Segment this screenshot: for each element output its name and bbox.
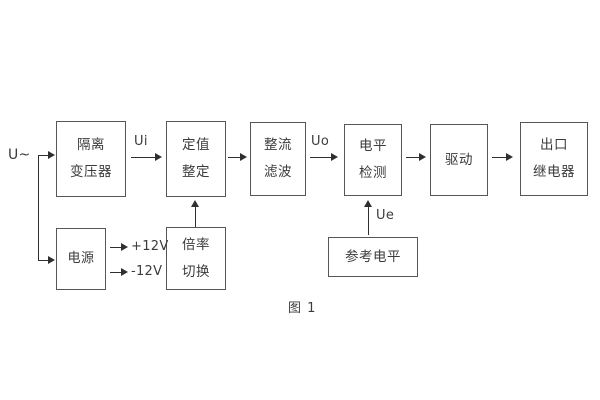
block-level-detection[interactable]: 电平 检测 xyxy=(344,124,402,196)
block-line: 整定 xyxy=(182,164,210,180)
block-line: 切换 xyxy=(182,263,210,280)
input-bus-vertical-line xyxy=(38,155,39,260)
figure-caption: 图 1 xyxy=(288,301,317,316)
rail-negative-line xyxy=(110,272,125,273)
arrowhead-ui-icon xyxy=(155,153,162,161)
block-power-supply[interactable]: 电源 xyxy=(56,228,106,290)
block-line: 隔离 xyxy=(77,137,105,154)
reference-to-level-line xyxy=(368,206,369,235)
block-line: 滤波 xyxy=(264,164,292,180)
arrowhead-uo-icon xyxy=(331,153,338,161)
arrowhead-multiplier-up-icon xyxy=(191,200,199,207)
drive-to-relay-line xyxy=(492,157,511,158)
rectify-to-level-line xyxy=(310,157,334,158)
block-line: 电平 xyxy=(359,138,387,155)
arrowhead-ue-up-icon xyxy=(364,200,372,207)
arrowhead-drive-to-relay-icon xyxy=(506,153,513,161)
branch-to-power-line xyxy=(38,260,49,261)
multiplier-to-setting-line xyxy=(195,206,196,227)
block-line: 参考电平 xyxy=(345,248,401,265)
block-output-relay[interactable]: 出口 继电器 xyxy=(520,122,588,196)
block-line: 检测 xyxy=(359,165,387,181)
block-line: 出口 xyxy=(540,137,568,154)
block-line: 电源 xyxy=(67,250,95,266)
transformer-to-setting-line xyxy=(131,157,157,158)
level-to-drive-line xyxy=(406,157,424,158)
arrowhead-level-to-drive-icon xyxy=(419,153,426,161)
uo-label: Uo xyxy=(311,134,330,149)
block-isolation-transformer[interactable]: 隔离 变压器 xyxy=(56,121,126,197)
branch-to-transformer-line xyxy=(38,155,49,156)
block-line: 变压器 xyxy=(70,164,112,180)
block-line: 整流 xyxy=(264,137,292,154)
input-voltage-label: U~ xyxy=(8,147,31,163)
arrowhead-setting-to-rectify-icon xyxy=(240,153,247,161)
arrowhead-to-power-icon xyxy=(48,256,55,264)
block-setting-value[interactable]: 定值 整定 xyxy=(166,121,226,197)
ue-label: Ue xyxy=(376,208,395,223)
ui-label: Ui xyxy=(134,134,148,149)
block-multiplier-switch[interactable]: 倍率 切换 xyxy=(166,227,226,290)
rail-positive-line xyxy=(110,247,125,248)
block-line: 继电器 xyxy=(533,164,575,180)
block-line: 驱动 xyxy=(445,151,473,168)
block-drive[interactable]: 驱动 xyxy=(430,124,488,196)
arrowhead-to-transformer-icon xyxy=(48,151,55,159)
rail-negative-label: -12V xyxy=(131,264,163,279)
block-line: 定值 xyxy=(182,137,210,154)
block-line: 倍率 xyxy=(182,236,210,253)
block-reference-level[interactable]: 参考电平 xyxy=(328,237,418,277)
arrowhead-rail-positive-icon xyxy=(121,243,128,251)
rail-positive-label: +12V xyxy=(131,239,169,254)
block-rectify-filter[interactable]: 整流 滤波 xyxy=(250,122,306,196)
setting-to-rectify-line xyxy=(228,157,244,158)
arrowhead-rail-negative-icon xyxy=(121,268,128,276)
